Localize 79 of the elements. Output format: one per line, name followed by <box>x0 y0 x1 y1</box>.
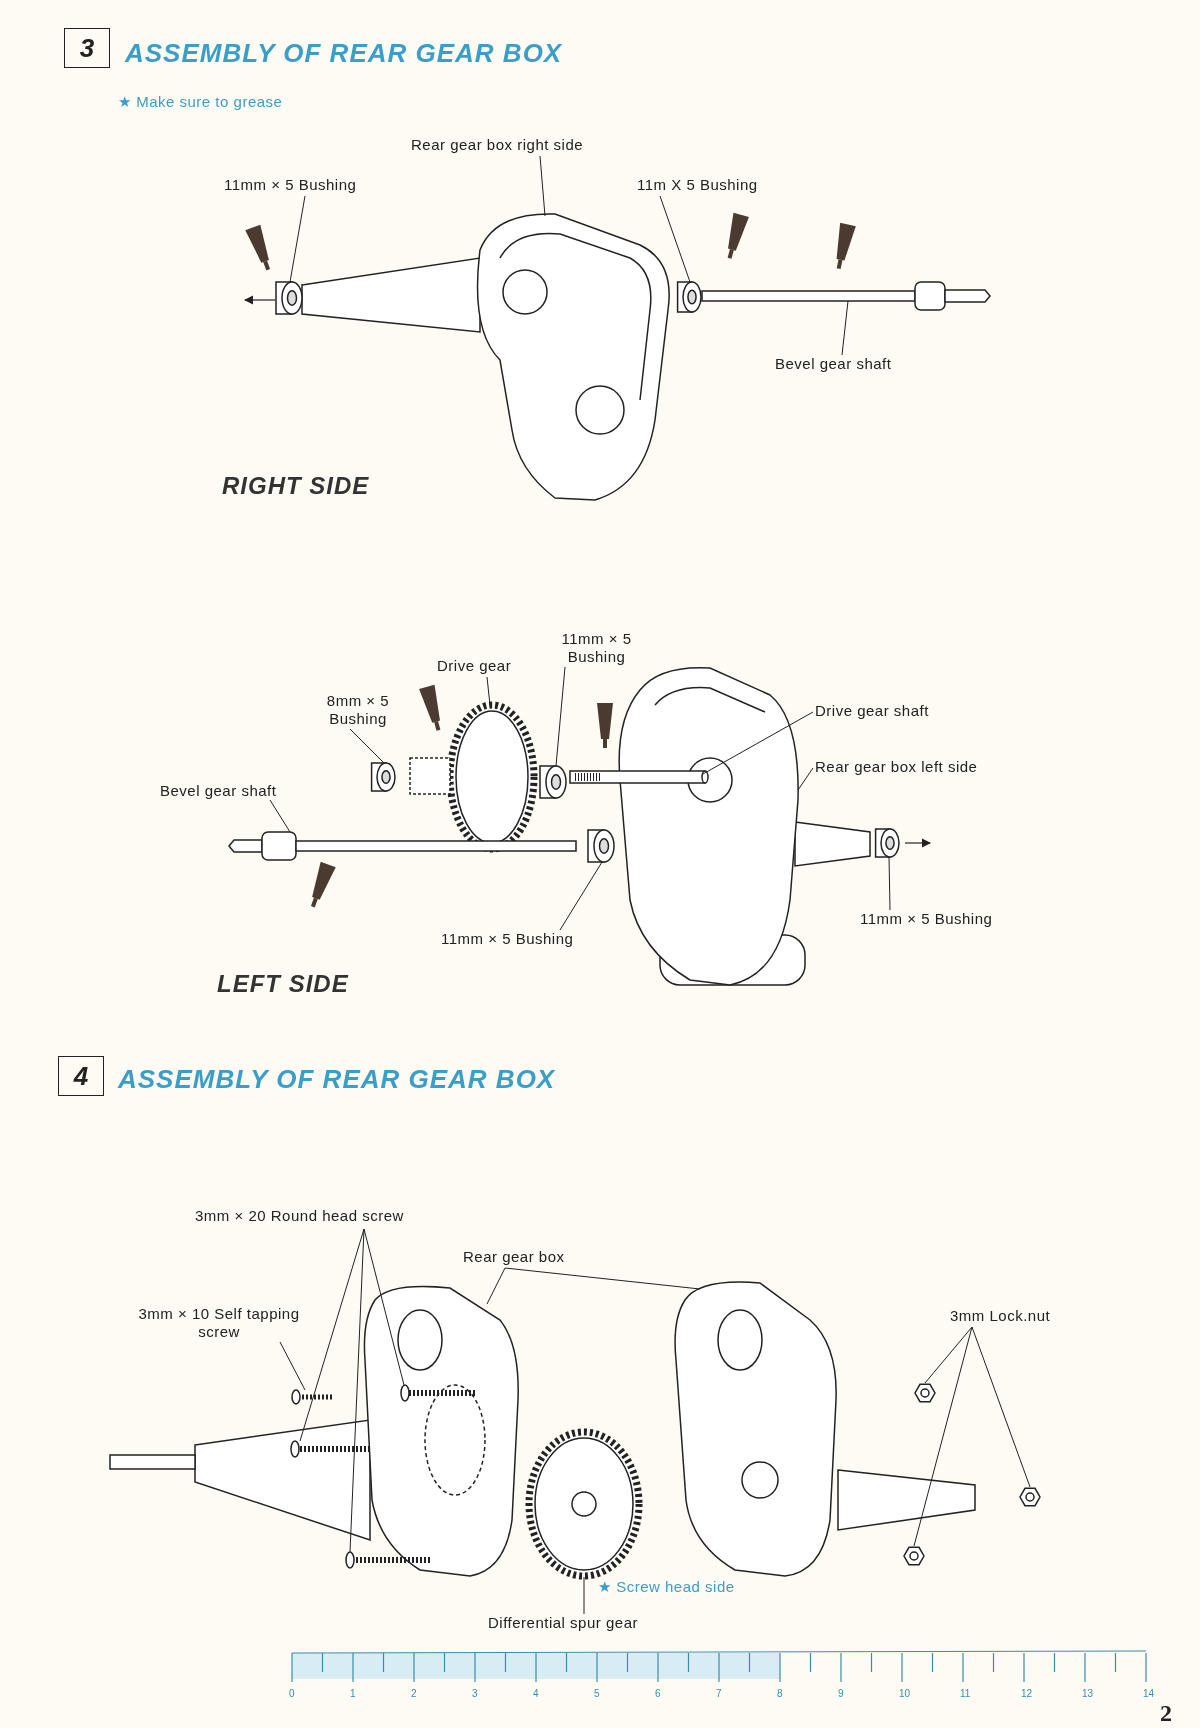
screw <box>291 1389 332 1405</box>
leader-line <box>841 300 849 356</box>
screw <box>345 1551 430 1569</box>
page-number: 2 <box>1160 1700 1172 1727</box>
part-label: 3mm × 20 Round head screw <box>195 1207 404 1225</box>
leader-line <box>702 711 814 775</box>
step-number: 4 <box>58 1056 104 1096</box>
leader-line <box>971 1326 1031 1488</box>
ruler-number: 13 <box>1082 1688 1094 1699</box>
leader-line <box>913 1326 973 1547</box>
lock-nut <box>903 1546 925 1566</box>
gear-box-housing <box>476 213 670 501</box>
part-label: 8mm × 5 Bushing <box>318 692 398 728</box>
part-label: 3mm × 10 Self tapping screw <box>119 1305 319 1341</box>
assembly-note: ★ Screw head side <box>598 1578 735 1596</box>
part-label: 11mm × 5 Bushing <box>224 176 357 194</box>
ruler-number: 6 <box>655 1688 661 1699</box>
part-label: Rear gear box right side <box>411 136 584 154</box>
leader-line <box>349 728 385 764</box>
leader-line <box>504 1267 701 1290</box>
ruler-number: 7 <box>716 1688 722 1699</box>
part-label: Bevel gear shaft <box>160 782 277 800</box>
bushing <box>539 765 567 799</box>
bushing <box>874 828 900 858</box>
ruler-number: 4 <box>533 1688 539 1699</box>
lock-nut <box>1019 1487 1041 1507</box>
ruler-number: 14 <box>1143 1688 1155 1699</box>
part-label: Differential spur gear <box>488 1614 638 1632</box>
leader-line <box>583 1576 585 1615</box>
part-label: Rear gear box left side <box>815 758 978 776</box>
section-title: ASSEMBLY OF REAR GEAR BOX <box>125 38 563 69</box>
ruler-number: 12 <box>1021 1688 1033 1699</box>
leader-line <box>486 676 491 706</box>
ruler-number: 0 <box>289 1688 295 1699</box>
ruler-number: 3 <box>472 1688 478 1699</box>
part-label: Rear gear box <box>463 1248 565 1266</box>
ruler-number: 5 <box>594 1688 600 1699</box>
gear-box-housing <box>674 1281 837 1577</box>
leader-line <box>269 799 291 833</box>
ruler-number: 11 <box>960 1688 971 1699</box>
spur-gear <box>525 1428 643 1580</box>
ruler-number: 8 <box>777 1688 783 1699</box>
step-number: 3 <box>64 28 110 68</box>
leader-line <box>539 155 546 217</box>
ruler-number: 9 <box>838 1688 844 1699</box>
leader-line <box>555 666 566 767</box>
leader-line <box>888 856 891 911</box>
ruler-number: 10 <box>899 1688 911 1699</box>
ruler-number: 2 <box>411 1688 417 1699</box>
leader-line <box>279 1341 306 1391</box>
shaft <box>701 281 991 311</box>
leader-line <box>486 1267 506 1305</box>
part-label: 11mm × 5 Bushing <box>549 630 644 666</box>
view-label: LEFT SIDE <box>217 970 349 998</box>
part-label: 11mm × 5 Bushing <box>860 910 993 928</box>
leader-line <box>924 1326 973 1384</box>
part-label: 11mm × 5 Bushing <box>441 930 574 948</box>
part-label: Bevel gear shaft <box>775 355 892 373</box>
part-label: 3mm Lock.nut <box>950 1307 1051 1325</box>
bushing <box>275 281 303 315</box>
shaft <box>569 770 709 784</box>
shaft <box>228 831 577 861</box>
leader-line <box>559 861 603 931</box>
ruler-number: 1 <box>350 1688 356 1699</box>
leader-line <box>797 767 814 791</box>
grease-note: ★ Make sure to grease <box>118 93 283 111</box>
gear-box-housing <box>618 666 799 986</box>
bushing <box>676 281 702 313</box>
bushing <box>587 829 615 863</box>
part-label: Drive gear shaft <box>815 702 929 720</box>
section-title: ASSEMBLY OF REAR GEAR BOX <box>118 1064 556 1095</box>
bushing <box>370 762 396 792</box>
part-label: Drive gear <box>437 657 512 675</box>
leader-line <box>289 195 306 283</box>
screw <box>290 1440 370 1458</box>
view-label: RIGHT SIDE <box>222 472 370 500</box>
leader-line <box>659 195 691 283</box>
part-label: 11m X 5 Bushing <box>637 176 758 194</box>
lock-nut <box>914 1383 936 1403</box>
